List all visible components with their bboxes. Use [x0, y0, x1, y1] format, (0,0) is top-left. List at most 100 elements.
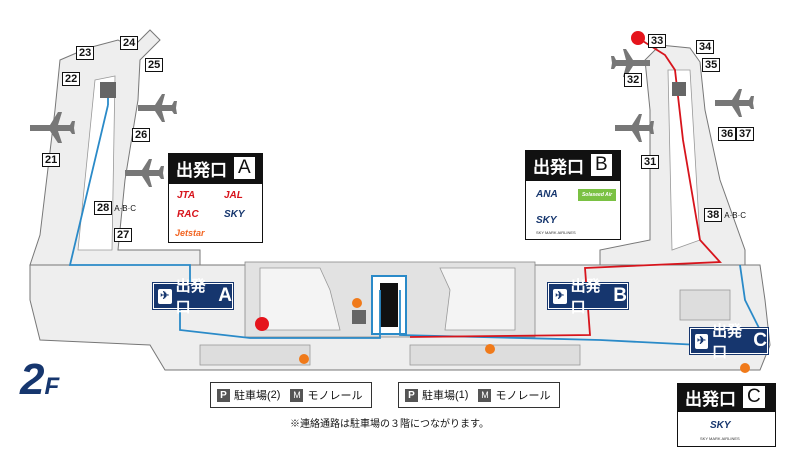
sign-letter: B	[590, 153, 613, 177]
gate-number: 35	[702, 58, 721, 72]
gate-number: 26	[132, 128, 151, 142]
airline-box-c: SKY SKY MARK AIRLINES	[677, 411, 776, 447]
airline-logo-jta: JTA	[177, 190, 196, 201]
gate-label-22: 22	[62, 72, 81, 86]
gate-label-31: 31	[641, 155, 660, 169]
gate-number: 37	[736, 127, 755, 141]
gate-label-27: 27	[114, 228, 133, 242]
gate-number: 34	[696, 40, 715, 54]
parking-close: )	[276, 389, 281, 401]
elevator-marker	[352, 298, 362, 308]
dep-letter: A	[218, 285, 232, 306]
dep-letter: B	[613, 285, 627, 306]
gate-label-23: 23	[76, 46, 95, 60]
gate-number: 32	[624, 73, 643, 87]
airplane-icon	[611, 49, 650, 77]
gate-label-24: 24	[120, 36, 139, 50]
airplane-icon	[30, 112, 75, 143]
floor-unit: F	[44, 373, 60, 400]
gate-number: 33	[648, 34, 667, 48]
gate-number: 24	[120, 36, 139, 50]
sign-label: 出発口	[533, 157, 584, 177]
floor-indicator: 2F	[20, 355, 59, 405]
route-blue-c	[399, 290, 701, 346]
elevator-marker	[740, 363, 750, 373]
airline-logo-sky: SKY	[710, 420, 731, 431]
airline-logo-jal: JAL	[224, 190, 243, 201]
parking-icon: P	[217, 388, 230, 402]
departure-sign-b: 出発口 B	[525, 150, 621, 180]
monorail-icon: M	[290, 388, 304, 402]
airplane-icon	[615, 114, 654, 142]
gate-label-32: 32	[624, 73, 643, 87]
airline-box-b: ANA Solaseed Air SKY SKY MARK AIRLINES	[525, 180, 621, 240]
airplane-icon	[715, 89, 754, 117]
parking-text: 駐車場(	[422, 390, 459, 402]
gate-label-21: 21	[42, 153, 61, 167]
current-location-marker	[631, 31, 645, 45]
plane-icon: ✈	[158, 288, 172, 304]
gate-number: 27	[114, 228, 133, 242]
sign-letter: A	[233, 156, 256, 180]
sign-letter: C	[742, 385, 766, 409]
plane-icon: ✈	[553, 288, 567, 304]
gate-label-33: 33	[648, 34, 667, 48]
airline-logo-jetstar: Jetstar	[175, 228, 205, 238]
gate-label-37: 37	[736, 127, 755, 141]
gate-number: 23	[76, 46, 95, 60]
gate-number: 21	[42, 153, 61, 167]
route-blue-right	[739, 264, 761, 331]
gate-label-35: 35	[702, 58, 721, 72]
airline-box-a: JTA JAL RAC SKY Jetstar	[168, 183, 263, 243]
airline-logo-sky: SKY	[224, 209, 245, 220]
connection-note: ※連絡通路は駐車場の３階につながります。	[290, 419, 489, 430]
gate-sub: A·B·C	[114, 204, 137, 213]
airline-caption: SKY MARK AIRLINES	[536, 230, 576, 235]
restroom-icon	[100, 82, 116, 98]
parking-label-1: P 駐車場(1) M モノレール	[398, 382, 560, 408]
escalator-core	[380, 283, 398, 327]
airline-caption: SKY MARK AIRLINES	[700, 436, 740, 441]
gate-sub: A·B·C	[724, 211, 747, 220]
airline-logo-ana: ANA	[536, 189, 558, 200]
departure-sign-c: 出発口 C	[677, 383, 776, 411]
gate-number: 28	[94, 201, 113, 215]
restroom-icon	[352, 310, 366, 324]
route-red	[409, 37, 722, 338]
dep-letter: C	[753, 330, 767, 351]
gate-label-25: 25	[145, 58, 164, 72]
parking-label-2: P 駐車場(2) M モノレール	[210, 382, 372, 408]
central-block-right	[439, 267, 516, 331]
airplane-icon	[138, 94, 177, 122]
floor-number: 2	[20, 355, 45, 404]
parking-lot: 2	[270, 389, 277, 401]
gate-label-34: 34	[696, 40, 715, 54]
airline-logo-solaseed: Solaseed Air	[578, 189, 616, 201]
lower-hall-right	[409, 344, 581, 366]
monorail-icon: M	[478, 388, 492, 402]
gate-number: 25	[145, 58, 164, 72]
gate-label-26: 26	[132, 128, 151, 142]
gate-number: 22	[62, 72, 81, 86]
gate-label-36: 36	[718, 127, 737, 141]
gate-number: 36	[718, 127, 737, 141]
parking-lot: 1	[458, 389, 465, 401]
sign-label: 出発口	[685, 389, 736, 409]
parking-text: 駐車場(	[234, 390, 271, 402]
hall-c-block	[679, 289, 731, 321]
airplane-icons	[30, 49, 754, 187]
gate-number: 38	[704, 208, 723, 222]
parking-icon: P	[405, 388, 418, 402]
restroom-icon	[672, 82, 686, 96]
parking-close: )	[464, 389, 469, 401]
destination-marker	[255, 317, 269, 331]
airline-logo-rac: RAC	[177, 209, 199, 220]
dep-label: 出発口	[570, 278, 601, 316]
gate-number: 31	[641, 155, 660, 169]
